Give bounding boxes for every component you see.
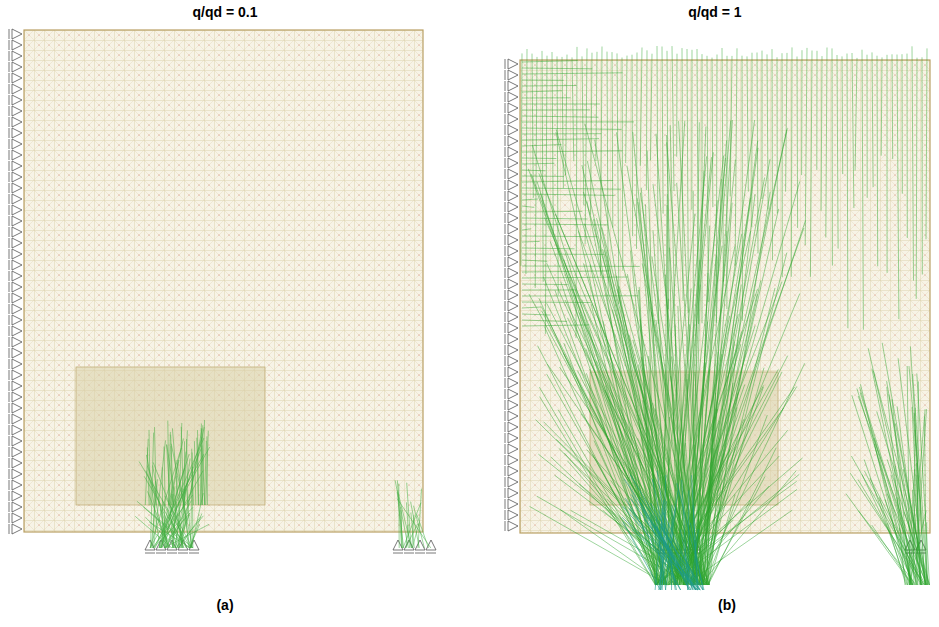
force-line bbox=[521, 46, 930, 585]
support-symbol bbox=[9, 29, 926, 553]
mesh-domain bbox=[24, 30, 423, 532]
force-lines bbox=[135, 46, 929, 590]
panel-title: q/qd = 0.1 bbox=[193, 4, 258, 20]
force-line bbox=[622, 471, 704, 590]
force-line bbox=[135, 420, 431, 548]
panel-letter: (b) bbox=[718, 597, 736, 613]
panel-letter: (a) bbox=[216, 597, 233, 613]
support-symbols bbox=[9, 29, 926, 553]
panel-title: q/qd = 1 bbox=[688, 4, 741, 20]
